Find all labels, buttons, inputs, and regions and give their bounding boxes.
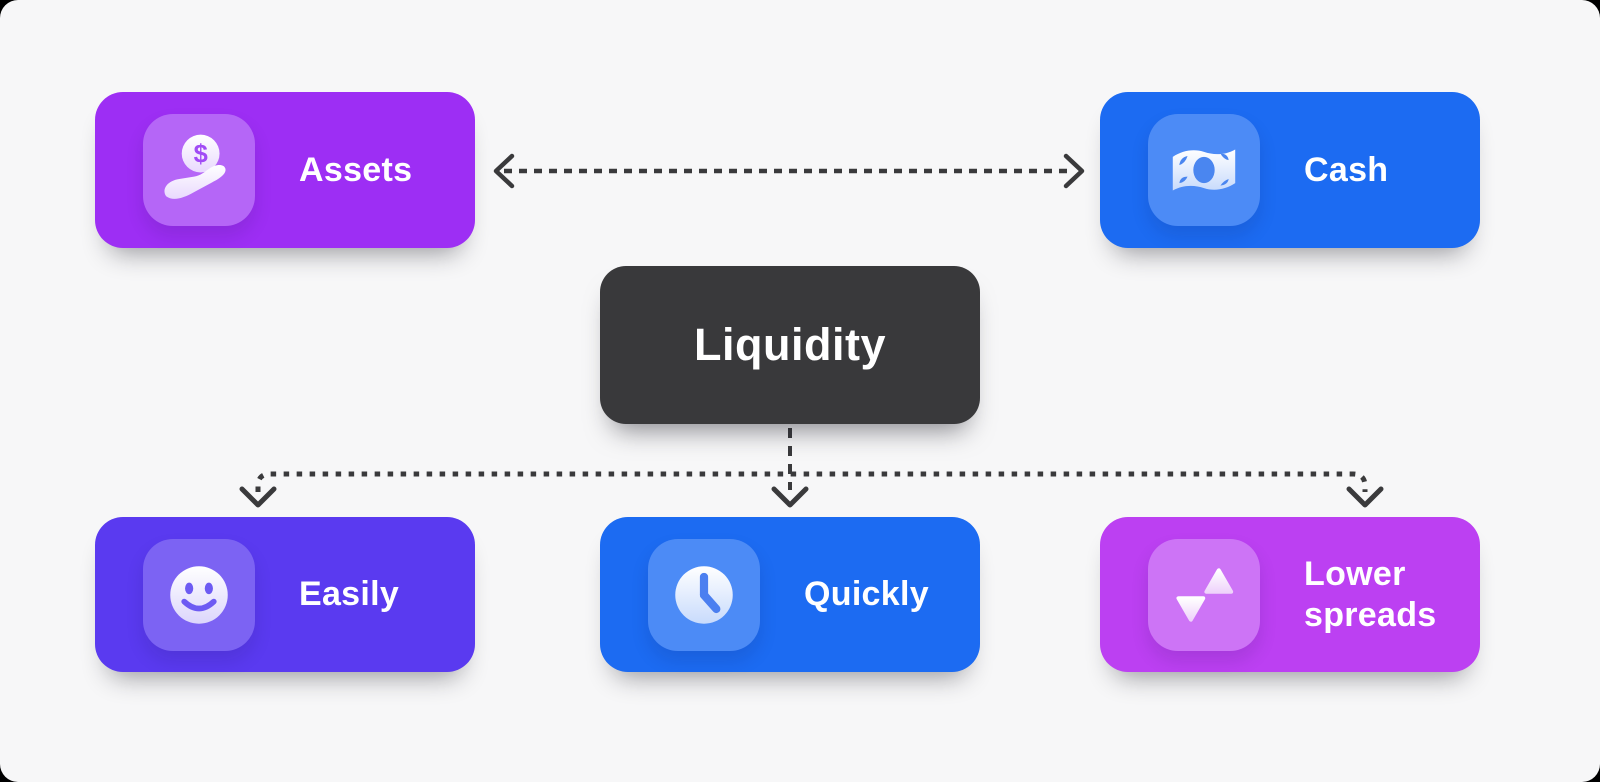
easily-label: Easily: [299, 575, 400, 614]
arrowhead-down-right-icon: [1346, 486, 1384, 508]
hand-coin-icon: $: [164, 134, 226, 199]
node-easily: Easily: [95, 517, 475, 672]
node-liquidity: Liquidity: [600, 266, 980, 424]
lower-spreads-label: Lower spreads: [1304, 555, 1437, 634]
icon-tile: [1148, 538, 1260, 651]
liquidity-label: Liquidity: [694, 319, 886, 371]
icon-tile: [648, 538, 760, 651]
icon-tile: [143, 538, 255, 651]
node-cash: Cash: [1100, 92, 1480, 248]
svg-text:$: $: [194, 141, 208, 169]
icon-tile: [1148, 114, 1260, 226]
clock-icon: [675, 565, 733, 624]
quickly-label: Quickly: [804, 575, 929, 614]
icon-tile: $: [143, 114, 255, 226]
node-assets: $ Assets: [95, 92, 475, 248]
cash-label: Cash: [1304, 150, 1389, 189]
arrowhead-down-center-icon: [771, 486, 809, 508]
up-down-arrows-icon: [1176, 564, 1234, 625]
banknote-icon: [1172, 149, 1236, 191]
arrowhead-right-icon: [1063, 153, 1085, 189]
node-lower-spreads: Lower spreads: [1100, 517, 1480, 672]
assets-cash-double-arrow: [493, 153, 1085, 189]
arrowhead-down-left-icon: [239, 486, 277, 508]
node-quickly: Quickly: [600, 517, 980, 672]
assets-label: Assets: [299, 150, 413, 189]
smiley-face-icon: [170, 565, 228, 624]
arrowhead-left-icon: [493, 153, 515, 189]
liquidity-branch-arrows: [239, 428, 1384, 508]
